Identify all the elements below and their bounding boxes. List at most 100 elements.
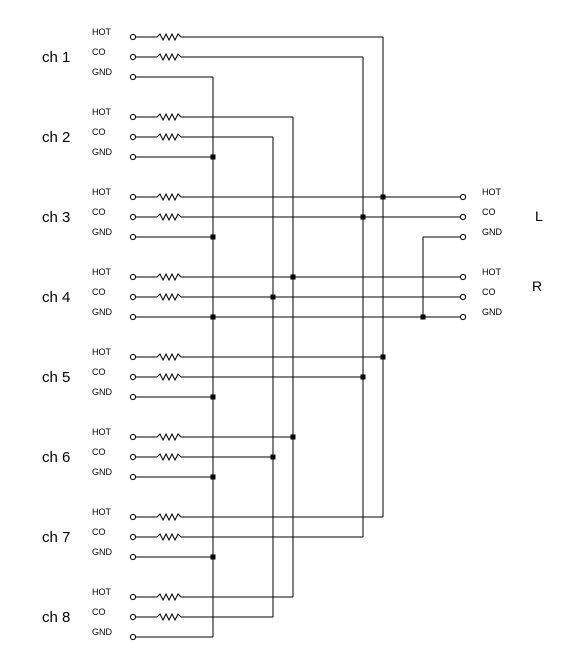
co-pin-label: CO <box>92 607 106 617</box>
co-pin-label: CO <box>92 447 106 457</box>
gnd-pin-label: GND <box>92 387 113 397</box>
channel-2: ch 2 HOT CO GND <box>42 107 293 161</box>
terminal-circle <box>129 193 137 201</box>
output-co-label: CO <box>482 287 496 297</box>
co-pin-label: CO <box>92 287 106 297</box>
terminal-circle <box>129 353 137 361</box>
gnd-pin-label: GND <box>92 547 113 557</box>
junction-dot <box>380 194 386 200</box>
terminal-circle <box>459 233 467 241</box>
output-label-r: R <box>532 278 542 294</box>
channel-label: ch 6 <box>42 449 70 466</box>
channel-3: ch 3 HOT CO GND <box>42 187 386 241</box>
hot-pin-label: HOT <box>92 107 112 117</box>
output-connectors: HOT CO GND HOT CO GND L R <box>213 187 543 321</box>
terminal-circle <box>459 193 467 201</box>
junction-dot <box>360 214 366 220</box>
channel-label: ch 7 <box>42 529 70 546</box>
terminal-circle <box>129 533 137 541</box>
hot-pin-label: HOT <box>92 507 112 517</box>
hot-pin-label: HOT <box>92 267 112 277</box>
output-gnd-label: GND <box>482 227 503 237</box>
terminal-circle <box>129 293 137 301</box>
hot-pin-label: HOT <box>92 347 112 357</box>
resistor <box>156 432 182 442</box>
gnd-pin-label: GND <box>92 227 113 237</box>
junction-dot <box>270 294 276 300</box>
channel-label: ch 4 <box>42 289 70 306</box>
terminal-circle <box>129 53 137 61</box>
gnd-pin-label: GND <box>92 147 113 157</box>
hot-pin-label: HOT <box>92 187 112 197</box>
channel-label: ch 3 <box>42 209 70 226</box>
resistor <box>156 32 182 42</box>
hot-pin-label: HOT <box>92 427 112 437</box>
gnd-pin-label: GND <box>92 67 113 77</box>
hot-pin-label: HOT <box>92 27 112 37</box>
terminal-circle <box>129 213 137 221</box>
resistor <box>156 512 182 522</box>
output-hot-label: HOT <box>482 187 502 197</box>
terminal-circle <box>129 633 137 641</box>
terminal-circle <box>129 433 137 441</box>
channel-8: ch 8 HOT CO GND <box>42 587 293 641</box>
terminal-circle <box>459 273 467 281</box>
gnd-pin-label: GND <box>92 627 113 637</box>
terminal-circle <box>129 73 137 81</box>
junction-dot <box>420 314 426 320</box>
resistor <box>156 52 182 62</box>
resistor <box>156 292 182 302</box>
resistor <box>156 532 182 542</box>
terminal-circle <box>129 313 137 321</box>
terminal-circle <box>459 293 467 301</box>
output-hot-label: HOT <box>482 267 502 277</box>
resistor <box>156 272 182 282</box>
terminal-circle <box>459 313 467 321</box>
terminal-circle <box>129 613 137 621</box>
terminal-circle <box>129 513 137 521</box>
terminal-circle <box>129 593 137 601</box>
gnd-pin-label: GND <box>92 467 113 477</box>
channel-label: ch 1 <box>42 49 70 66</box>
terminal-circle <box>459 213 467 221</box>
hot-pin-label: HOT <box>92 587 112 597</box>
terminal-circle <box>129 133 137 141</box>
resistor <box>156 612 182 622</box>
channel-label: ch 5 <box>42 369 70 386</box>
terminal-circle <box>129 473 137 481</box>
resistor <box>156 372 182 382</box>
junction-dot <box>290 274 296 280</box>
output-co-label: CO <box>482 207 496 217</box>
channel-label: ch 8 <box>42 609 70 626</box>
output-label-l: L <box>535 208 543 224</box>
resistor <box>156 192 182 202</box>
terminal-circle <box>129 233 137 241</box>
resistor <box>156 132 182 142</box>
channel-7: ch 7 HOT CO GND <box>42 507 383 561</box>
resistor <box>156 212 182 222</box>
co-pin-label: CO <box>92 127 106 137</box>
resistor <box>156 592 182 602</box>
co-pin-label: CO <box>92 367 106 377</box>
channel-5: ch 5 HOT CO GND <box>42 347 386 401</box>
co-pin-label: CO <box>92 527 106 537</box>
co-pin-label: CO <box>92 47 106 57</box>
output-gnd-label: GND <box>482 307 503 317</box>
terminal-circle <box>129 273 137 281</box>
terminal-circle <box>129 553 137 561</box>
channel-1: ch 1 HOT CO GND <box>42 27 383 81</box>
co-pin-label: CO <box>92 207 106 217</box>
input-channels: ch 1 HOT CO GND ch 2 HOT CO GND ch 3 HOT CO GND ch 4… <box>42 27 386 641</box>
channel-6: ch 6 HOT CO GND <box>42 427 296 481</box>
terminal-circle <box>129 373 137 381</box>
terminal-circle <box>129 33 137 41</box>
bus-wires <box>212 37 384 637</box>
terminal-circle <box>129 153 137 161</box>
terminal-circle <box>129 393 137 401</box>
resistor <box>156 112 182 122</box>
terminal-circle <box>129 113 137 121</box>
resistor <box>156 452 182 462</box>
channel-label: ch 2 <box>42 129 70 146</box>
